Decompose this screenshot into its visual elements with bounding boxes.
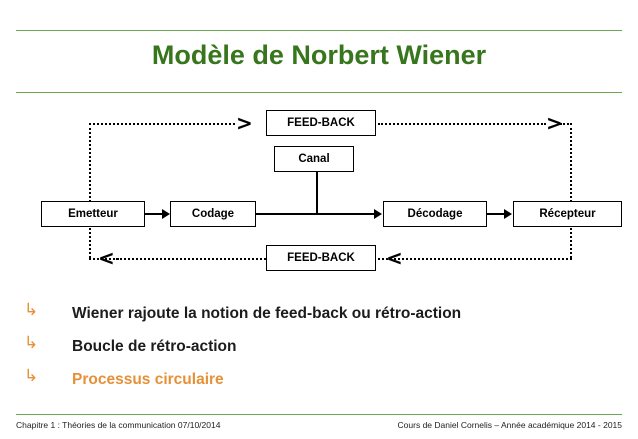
box-codage-label: Codage [191,207,235,220]
feedback-bottom-left-segment2 [116,258,266,260]
feedback-bottom-right-segment [378,258,572,260]
feedback-bottom-left-segment [89,258,119,260]
box-decodage-label: Décodage [407,207,463,220]
bullet-text: Wiener rajoute la notion de feed-back ou… [72,305,462,323]
box-feedback-top-label: FEED-BACK [287,116,355,129]
list-item: ↳ Boucle de rétro-action [0,331,638,364]
footer-left-text: Chapitre 1 : Théories de la communicatio… [16,420,221,430]
box-feedback-top: FEED-BACK [266,110,376,136]
feedback-bottom-right-arrow-icon: < [386,246,403,270]
feedback-top-right-riser [570,123,572,258]
arrow-bullet-icon: ↳ [24,366,39,386]
arrow-emetteur-codage-icon [162,209,170,219]
connector-codage-decodage [256,213,376,215]
arrow-codage-decodage-icon [374,209,382,219]
list-item: ↳ Processus circulaire [0,364,638,397]
connector-emetteur-codage [145,213,164,215]
box-recepteur: Récepteur [513,201,622,227]
feedback-top-left-riser [89,123,91,258]
divider-top [16,30,622,31]
page-title: Modèle de Norbert Wiener [151,40,487,70]
box-codage: Codage [170,201,256,227]
feedback-top-right-segment [378,123,546,125]
footer-right-text: Cours de Daniel Cornelis – Année académi… [397,420,622,430]
slide-footer: Chapitre 1 : Théories de la communicatio… [0,420,638,439]
feedback-top-left-arrow-icon: > [236,111,253,135]
canal-stem [316,172,318,214]
box-canal-label: Canal [298,152,330,165]
box-decodage: Décodage [383,201,487,227]
communication-model-diagram: > FEED-BACK > Canal Emetteur Codage Déco… [0,96,638,286]
feedback-top-right-join [560,123,572,125]
feedback-top-left-segment [89,123,235,125]
divider-footer [16,414,622,415]
divider-under-title [16,92,622,93]
box-feedback-bottom-label: FEED-BACK [287,251,355,264]
arrow-decodage-recepteur-icon [504,209,512,219]
box-emetteur-label: Emetteur [68,207,118,220]
box-recepteur-label: Récepteur [539,207,596,220]
bullet-text: Processus circulaire [72,371,224,389]
bullet-text: Boucle de rétro-action [72,338,237,356]
arrow-bullet-icon: ↳ [24,300,39,320]
feedback-top-right-arrow-icon: > [546,111,563,135]
box-emetteur: Emetteur [41,201,145,227]
box-canal: Canal [274,146,354,172]
feedback-bottom-left-arrow-icon: < [98,246,115,270]
list-item: ↳ Wiener rajoute la notion de feed-back … [0,298,638,331]
box-feedback-bottom: FEED-BACK [266,245,376,271]
arrow-bullet-icon: ↳ [24,333,39,353]
connector-decodage-recepteur [487,213,506,215]
bullet-list: ↳ Wiener rajoute la notion de feed-back … [0,298,638,397]
